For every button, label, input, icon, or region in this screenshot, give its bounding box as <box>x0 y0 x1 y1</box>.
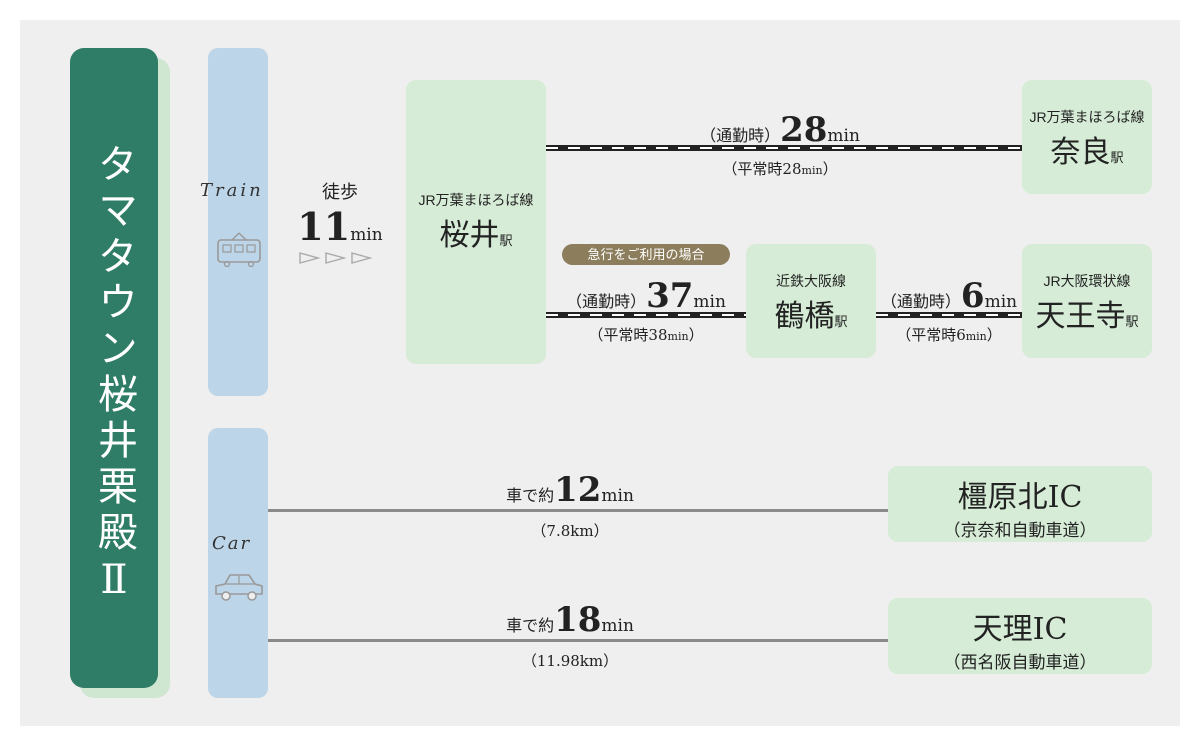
nara-suffix: 駅 <box>1110 151 1124 166</box>
car1-distance: （7.8km） <box>531 522 609 540</box>
nara-line: JR万葉まほろば線 <box>1029 109 1145 125</box>
walk-label: 徒歩 <box>322 182 358 203</box>
station-nara: JR万葉まほろば線 奈良駅 <box>1022 80 1152 194</box>
car2-distance: （11.98km） <box>521 652 619 670</box>
ic2-expressway: （西名阪自動車道） <box>943 653 1097 673</box>
train-label: Train <box>200 180 264 201</box>
car-bar <box>208 428 268 698</box>
walk-unit: min <box>350 225 383 245</box>
nara-time: （通勤時）28min <box>700 110 860 150</box>
nara-normal-time: （平常時28min） <box>722 160 838 178</box>
sakurai-suffix: 駅 <box>499 234 513 249</box>
tennoji-name: 天王寺 <box>1035 299 1126 334</box>
station-sakurai: JR万葉まほろば線 桜井駅 <box>406 80 546 364</box>
sakurai-name: 桜井 <box>439 218 500 253</box>
tennoji-normal-time: （平常時6min） <box>896 326 1002 344</box>
tennoji-line: JR大阪環状線 <box>1043 273 1131 289</box>
rail-sakurai-nara <box>546 145 1022 151</box>
ic1-expressway: （京奈和自動車道） <box>943 521 1097 541</box>
station-tsuruhashi: 近鉄大阪線 鶴橋駅 <box>746 244 876 358</box>
tennoji-suffix: 駅 <box>1125 315 1139 330</box>
ic2-name: 天理IC <box>972 612 1068 647</box>
tsuruhashi-line: 近鉄大阪線 <box>776 273 846 289</box>
tsuruhashi-suffix: 駅 <box>834 315 848 330</box>
walk-minutes: 11 <box>297 204 351 249</box>
rail-tsuruhashi-tennoji <box>876 312 1022 318</box>
tsuruhashi-normal-time: （平常時38min） <box>588 326 704 344</box>
car-icon <box>213 570 265 608</box>
station-tennoji: JR大阪環状線 天王寺駅 <box>1022 244 1152 358</box>
road-tenri <box>268 639 888 642</box>
rail-sakurai-tsuruhashi <box>546 312 746 318</box>
express-badge: 急行をご利用の場合 <box>562 244 730 265</box>
tsuruhashi-name: 鶴橋 <box>774 299 835 334</box>
train-icon <box>214 230 264 272</box>
train-bar <box>208 48 268 396</box>
nara-name: 奈良 <box>1050 135 1111 170</box>
tennoji-time: （通勤時）6min <box>880 276 1018 316</box>
ic1-name: 橿原北IC <box>957 480 1083 515</box>
tsuruhashi-time: （通勤時）37min <box>566 276 726 316</box>
road-kashiharakita <box>268 509 888 512</box>
car1-time: 車で約12min <box>506 470 634 510</box>
ic-tenri: 天理IC （西名阪自動車道） <box>888 598 1152 674</box>
title-box: タマタウン桜井栗殿Ⅱ <box>70 48 158 688</box>
car2-time: 車で約18min <box>506 600 634 640</box>
walk-arrows-icon <box>298 250 378 270</box>
sakurai-line: JR万葉まほろば線 <box>418 192 534 208</box>
car-label: Car <box>212 533 252 554</box>
walk-time: 徒歩 11min <box>290 178 390 249</box>
property-title: タマタウン桜井栗殿Ⅱ <box>91 143 137 609</box>
ic-kashiharakita: 橿原北IC （京奈和自動車道） <box>888 466 1152 542</box>
